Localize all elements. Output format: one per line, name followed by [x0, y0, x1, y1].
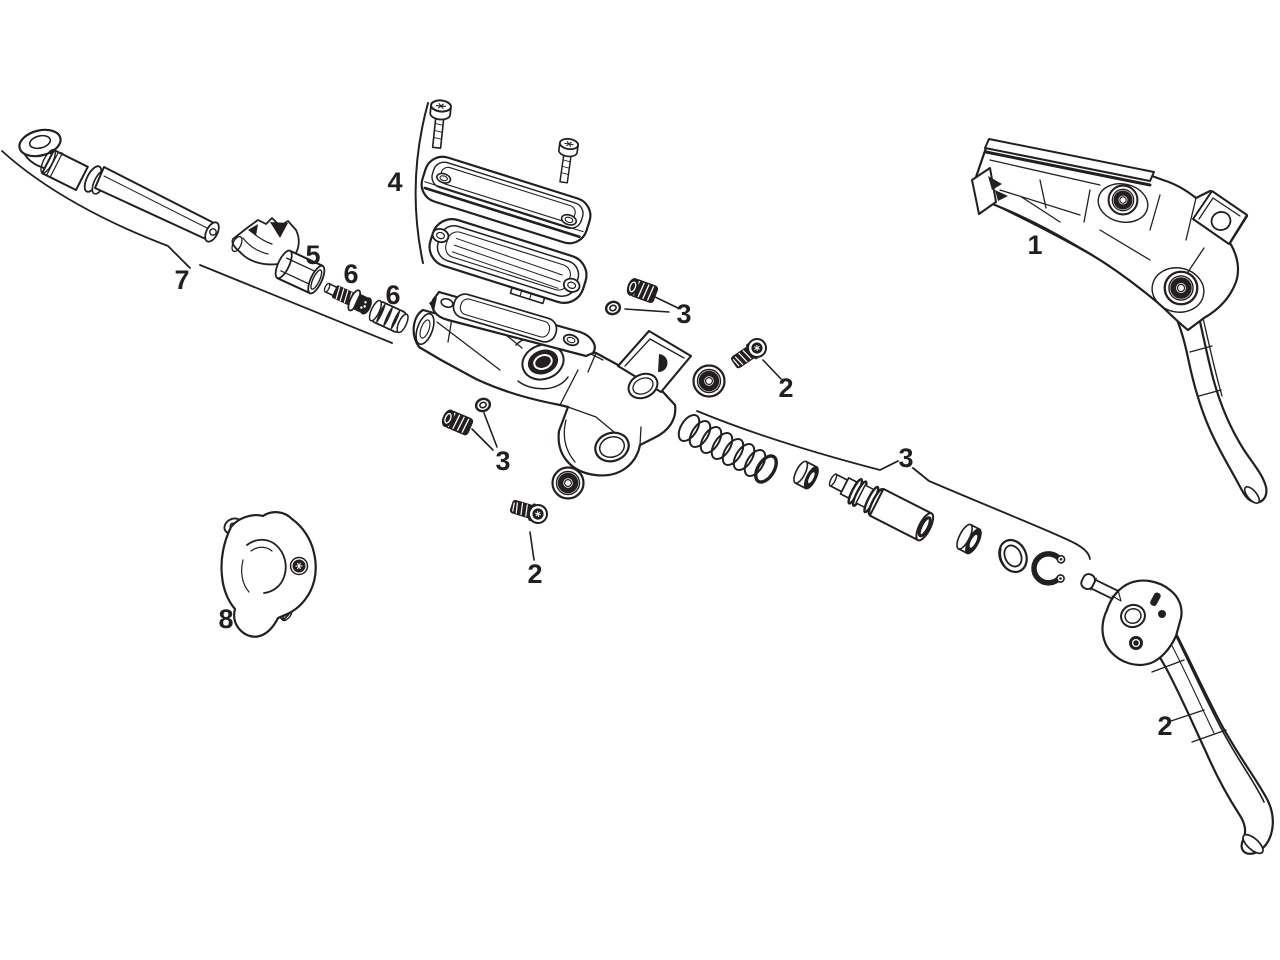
compression-screw	[323, 282, 372, 315]
clamp-bolt-hole	[627, 372, 659, 400]
washer	[998, 538, 1028, 574]
bleed-screw-right	[624, 276, 659, 304]
circlip	[1031, 551, 1066, 586]
piston-return-spring	[677, 413, 778, 484]
o-ring-left	[473, 395, 493, 415]
reservoir-bladder	[428, 218, 588, 305]
callout-3-right: 3	[676, 299, 691, 329]
callout-2-upper-bolt: 2	[778, 373, 793, 403]
callout-3-left: 3	[495, 446, 510, 476]
callout-2-lever-blade: 2	[1157, 711, 1172, 741]
piston-seal-cup	[793, 460, 819, 490]
reservoir-cover	[420, 155, 592, 245]
assembled-blade	[1169, 304, 1268, 504]
reservoir-cover-screw-right	[553, 136, 580, 185]
hose-cone-fitting	[231, 217, 300, 266]
hose-port-boss	[415, 312, 435, 346]
lever-assembly	[971, 138, 1268, 504]
callout-7: 7	[174, 265, 189, 295]
master-cylinder-body	[412, 290, 693, 477]
o-ring-right	[603, 298, 623, 318]
callout-2-lower-bolt: 2	[527, 559, 542, 589]
pivot-bearing-lower	[553, 468, 584, 499]
leader-lines	[471, 295, 782, 561]
hose-assembly	[18, 128, 220, 243]
callout-6-barb: 6	[385, 280, 400, 310]
assembled-cover-edge	[984, 138, 1155, 182]
bracket-hose-span	[1, 150, 393, 344]
callout-4: 4	[387, 167, 402, 197]
bracket-piston-kit-span	[696, 410, 1091, 560]
callout-5: 5	[305, 240, 320, 270]
pivot-bearing-upper	[694, 366, 725, 397]
hose-tube	[94, 166, 215, 242]
lever-blade	[1101, 579, 1274, 855]
master-piston	[828, 473, 935, 542]
pivot-bolt-upper	[727, 334, 771, 373]
pivot-bolt-lower	[507, 496, 551, 527]
callout-1: 1	[1027, 230, 1042, 260]
callout-3-piston-kit: 3	[898, 443, 913, 473]
piston-seal-ring	[956, 523, 982, 555]
bracket-reservoir-span	[414, 102, 429, 264]
callout-8: 8	[218, 604, 233, 634]
reservoir-cover-screw-left	[425, 98, 453, 150]
hose-barb	[368, 299, 409, 334]
handlebar-clamp	[220, 511, 317, 638]
bleed-screw-left	[439, 407, 475, 437]
compression-nut	[274, 249, 326, 295]
callout-6-screw: 6	[343, 259, 358, 289]
callout-labels: 1 2 2 2 3 3 3 4 5 6 6 7 8	[174, 167, 1172, 741]
pushrod-pin	[1080, 573, 1123, 602]
